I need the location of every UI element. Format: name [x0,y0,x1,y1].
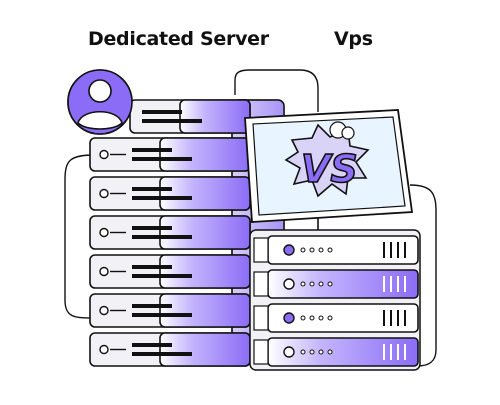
server-unit [89,332,251,367]
server-unit [89,137,251,172]
vps-label: Vps [334,28,373,50]
server-unit [89,293,251,328]
server-unit [89,215,251,250]
vps-unit [253,303,419,333]
vps-rack [249,229,421,371]
dedicated-server-rack [89,99,251,367]
vs-burst-icon: VS [284,121,370,198]
server-unit [89,176,251,211]
dedicated-server-label: Dedicated Server [88,28,269,50]
vps-unit [253,337,419,367]
user-avatar-icon-front [67,69,133,135]
server-unit [89,254,251,289]
server-unit [129,99,251,134]
vps-unit [253,235,419,265]
vs-badge-text: VS [301,147,358,191]
vps-unit [253,269,419,299]
